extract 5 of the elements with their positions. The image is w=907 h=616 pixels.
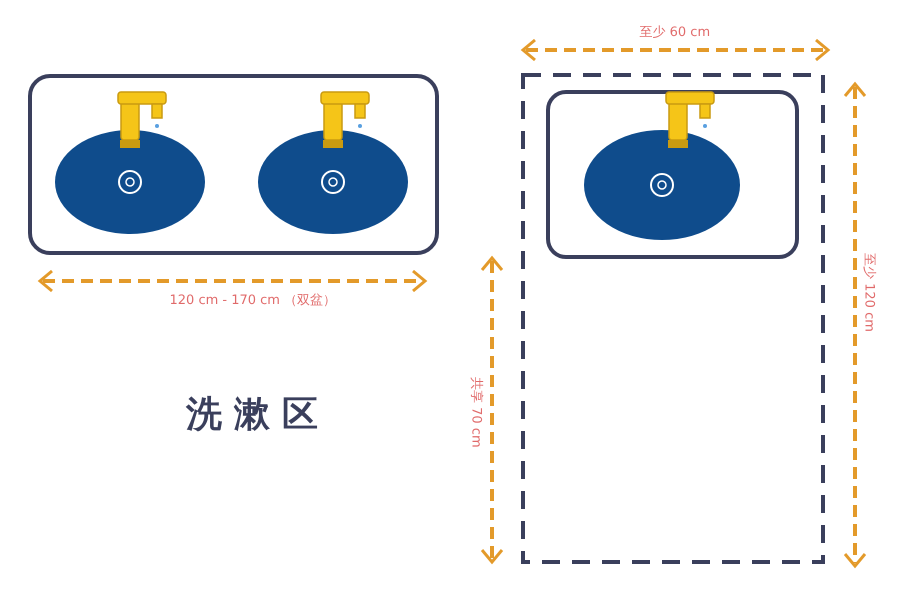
dimension-label: 120 cm - 170 cm （双盆） [170,294,336,306]
title: 洗漱区 [186,397,330,433]
dimension-label: 至少 120 cm [862,252,876,332]
dimension-label: 至少 60 cm [640,26,710,38]
dimension-label: 共享 70 cm [470,376,482,448]
